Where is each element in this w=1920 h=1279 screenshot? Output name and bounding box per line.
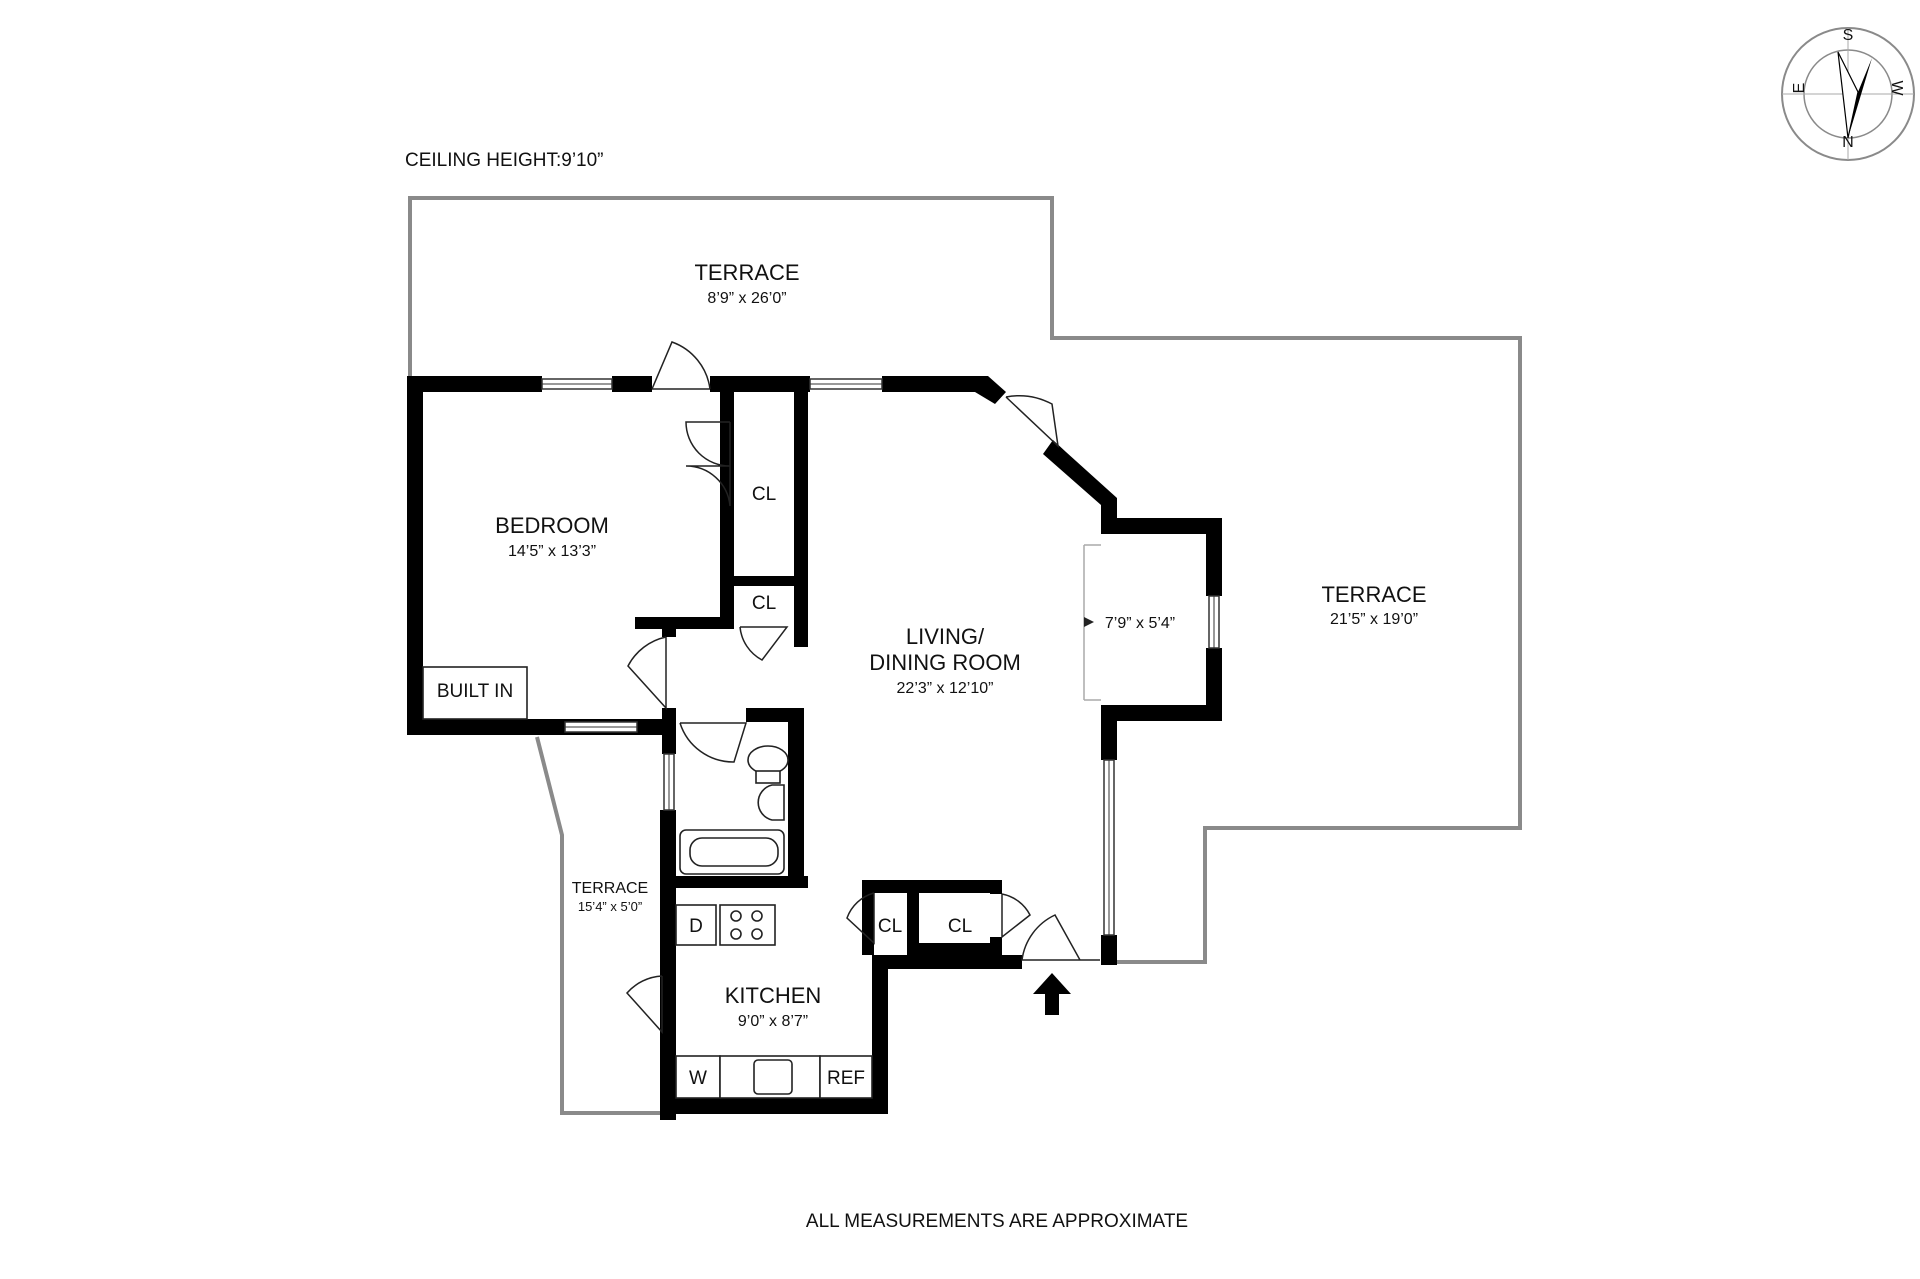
door-entry: [1021, 914, 1100, 961]
terrace-right-dims: 21’5” x 19’0”: [1330, 611, 1418, 628]
washer-label: W: [689, 1068, 707, 1089]
kitchen-name: KITCHEN: [725, 983, 822, 1008]
dishwasher-label: D: [689, 916, 703, 937]
terrace-left-outline: [535, 736, 660, 1115]
closet-label-top: CL: [752, 484, 776, 505]
bedroom-name: BEDROOM: [495, 513, 609, 538]
living-name-line1: LIVING/: [906, 624, 985, 649]
door-kitchen-terrace: [625, 975, 663, 1034]
entry-arrow-icon: [1033, 973, 1071, 1015]
door-bedroom-terrace: [651, 341, 711, 390]
dishwasher: [675, 904, 717, 946]
footer-note: ALL MEASUREMENTS ARE APPROXIMATE: [806, 1211, 1188, 1232]
door-closet-bottom-left: [846, 892, 875, 945]
terrace-top-dims: 8’9” x 26’0”: [707, 290, 786, 307]
terrace-outlines: [408, 196, 1522, 1115]
door-living-terrace: [1005, 395, 1060, 449]
refrigerator: [819, 1055, 873, 1099]
toilet-icon: [747, 745, 789, 775]
terrace-top-name: TERRACE: [694, 260, 799, 285]
closet-label-bottom-left: CL: [878, 916, 902, 937]
kitchen-dims: 9’0” x 8’7”: [738, 1013, 808, 1030]
door-closet-bottom-right: [1001, 893, 1031, 939]
living-name-line2: DINING ROOM: [869, 650, 1021, 675]
terrace-left-dims: 15’4” x 5’0”: [578, 899, 642, 914]
fixtures: [422, 617, 1094, 1099]
door-closet-bifold: [685, 421, 731, 507]
refrigerator-label: REF: [827, 1068, 865, 1089]
compass-rose-icon: S N W E: [1781, 27, 1915, 161]
built-in-cabinet: [422, 666, 528, 720]
stove-icon: [719, 904, 776, 946]
sink-icon: [757, 784, 785, 821]
door-bathroom: [679, 722, 748, 763]
windows: [541, 378, 1220, 936]
closet-label-small: CL: [752, 593, 776, 614]
compass-west: W: [1888, 80, 1905, 96]
terrace-top-outline: [408, 196, 1522, 964]
ceiling-height: CEILING HEIGHT:9’10”: [405, 150, 604, 171]
kitchen-sink-icon: [753, 1059, 793, 1095]
compass-north: N: [1842, 132, 1854, 149]
walls: [407, 376, 1222, 1120]
bedroom-dims: 14’5” x 13’3”: [508, 543, 596, 560]
compass-east: E: [1791, 83, 1808, 94]
living-dims: 22’3” x 12’10”: [897, 680, 994, 697]
built-in-label: BUILT IN: [437, 681, 513, 702]
alcove-dims: 7’9” x 5’4”: [1105, 615, 1175, 632]
door-bedroom: [627, 636, 667, 710]
doors: [625, 341, 1101, 1034]
terrace-left-name: TERRACE: [572, 880, 648, 897]
terrace-right-name: TERRACE: [1321, 582, 1426, 607]
closet-label-bottom-right: CL: [948, 916, 972, 937]
compass-south: S: [1843, 27, 1854, 44]
door-small-closet: [739, 626, 789, 661]
